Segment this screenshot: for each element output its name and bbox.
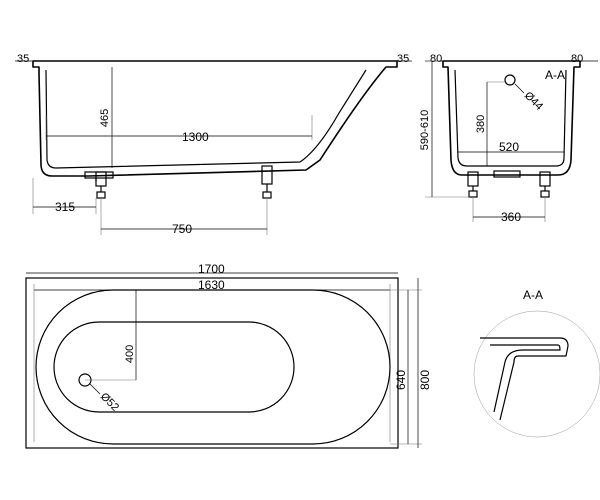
plan-drain-diameter: Ø52 (98, 391, 121, 414)
plan-view: 1700 1630 Ø52 400 640 800 (25, 262, 432, 449)
dim-outer-length: 1700 (198, 262, 225, 276)
dim-overflow-height: 380 (475, 115, 487, 133)
dim-bottom-width: 520 (499, 140, 519, 154)
dim-outlet-offset: 315 (55, 200, 75, 214)
tub-side-inner (45, 69, 367, 169)
plan-drain-offset: 400 (124, 345, 136, 363)
tub-side-outline (32, 60, 398, 177)
dim-inner-length: 1630 (198, 278, 225, 292)
dim-section-legs: 360 (501, 210, 521, 224)
tub-section-outline (442, 60, 581, 176)
side-view: 35 35 465 1300 315 750 (15, 53, 412, 236)
detail-rim-profile (480, 337, 569, 421)
dim-rim-right: 35 (397, 53, 409, 65)
overflow-diameter: Ø44 (522, 90, 545, 113)
plan-bowl-outer (35, 289, 391, 445)
dim-height-range: 590-610 (419, 110, 431, 150)
dim-depth: 465 (99, 109, 111, 127)
detail-title: A-A (523, 288, 543, 302)
section-view: Ø44 A-A 80 80 590-610 380 520 3 (419, 53, 598, 224)
plan-bowl-bottom (53, 321, 295, 413)
plan-inner-width: 640 (394, 370, 408, 390)
overflow-hole (504, 74, 516, 86)
detail-wall-profile (490, 344, 561, 413)
detail-circle (473, 310, 600, 438)
plan-outer-rim (25, 277, 399, 449)
dim-rim-left: 35 (17, 53, 29, 65)
tub-section-inner (454, 69, 567, 167)
section-drain (493, 170, 521, 178)
detail-view: A-A (473, 288, 600, 438)
dim-leg-spacing: 750 (172, 222, 192, 236)
plan-outer-width: 800 (418, 370, 432, 390)
section-rim-left: 80 (430, 53, 442, 65)
dim-bottom-length: 1300 (182, 130, 209, 144)
section-title: A-A (545, 68, 565, 82)
section-rim-right: 80 (571, 53, 583, 65)
